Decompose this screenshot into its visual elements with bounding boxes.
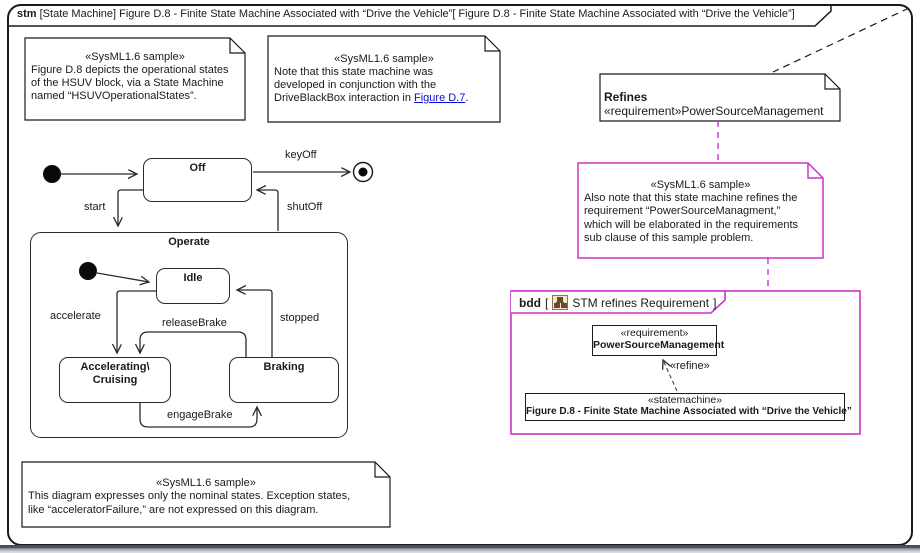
note-purpose-stereotype: «SysML1.6 sample» (85, 51, 185, 63)
state-off-label: Off (189, 162, 206, 174)
bdd-title-text: STM refines Requirement (572, 295, 710, 310)
note-nominal: «SysML1.6 sample» This diagram expresses… (22, 477, 390, 517)
state-accelerating-label: Accelerating\ (80, 361, 150, 373)
note-nominal-shape (21, 461, 391, 528)
bdd-keyword: bdd (519, 295, 541, 310)
statemachine-block: «statemachine» Figure D.8 - Finite State… (525, 393, 852, 421)
transition-label-releasebrake: releaseBrake (162, 317, 227, 329)
window-bottom-edge (0, 545, 920, 553)
note-refinement-shape (577, 162, 824, 259)
note-refinement-line: sub clause of this sample problem. (584, 232, 754, 245)
state-idle: Idle (156, 268, 230, 304)
state-off: Off (143, 158, 252, 202)
statemachine-stereotype: «statemachine» (647, 394, 723, 406)
state-cruising-label: Cruising (92, 374, 138, 386)
final-state-inner (358, 167, 368, 177)
requirement-name: PowerSourceManagement (593, 339, 725, 351)
transition-engagebrake (139, 403, 257, 428)
note-anchor-line (772, 7, 910, 73)
refines-title: Refines (604, 90, 648, 104)
note-conjunction-line: DriveBlackBox interaction in Figure D.7. (274, 92, 469, 104)
note-refinement-stereotype: «SysML1.6 sample» (650, 179, 751, 191)
note-purpose-line: of the HSUV block, via a State Machine (31, 77, 224, 89)
note-conjunction-stereotype: «SysML1.6 sample» (334, 53, 434, 65)
initial-state-operate (79, 262, 97, 280)
transition-label-accelerate: accelerate (50, 310, 101, 322)
transition-label-start: start (84, 201, 106, 213)
note-refines: Refines «requirement»PowerSourceManageme… (604, 90, 836, 118)
transition-start (118, 189, 143, 226)
note-purpose-line: Figure D.8 depicts the operational state… (31, 64, 229, 76)
note-conjunction: «SysML1.6 sample» Note that this state m… (268, 53, 500, 105)
transition-label-stopped: stopped (280, 312, 320, 324)
refine-dependency-arrow (663, 360, 678, 392)
note-refinement-line: which will be elaborated in the requirem… (584, 218, 799, 231)
figure-d7-link[interactable]: Figure D.7 (414, 92, 466, 104)
note-nominal-stereotype: «SysML1.6 sample» (156, 477, 256, 489)
initial-state-top (43, 165, 61, 183)
transition-accelerate (117, 290, 156, 353)
frame-keyword: stm (17, 8, 37, 20)
note-nominal-line: This diagram expresses only the nominal … (28, 490, 351, 502)
transition-releasebrake (140, 331, 247, 357)
bdd-title: bdd [ STM refines Requirement ] (519, 295, 717, 310)
transition-shutoff (257, 190, 279, 231)
transition-initial-to-idle (96, 272, 149, 282)
note-conjunction-line: developed in conjunction with the (274, 79, 437, 91)
state-idle-label: Idle (183, 272, 203, 284)
frame-title: stm [State Machine] Figure D.8 - Finite … (17, 8, 795, 20)
note-refinement-line: Also note that this state machine refine… (584, 192, 798, 204)
note-nominal-line: like “acceleratorFailure,” are not expre… (28, 503, 319, 516)
state-operate-label: Operate (168, 236, 210, 248)
refine-label: «refine» (670, 360, 710, 372)
transition-stopped (237, 290, 273, 357)
state-accelerating-cruising: Accelerating\ Cruising (59, 357, 171, 403)
transition-label-keyoff: keyOff (285, 149, 317, 161)
refines-body: «requirement»PowerSourceManagement (604, 104, 824, 118)
note-purpose: «SysML1.6 sample» Figure D.8 depicts the… (25, 51, 245, 103)
note-conjunction-shape (267, 35, 501, 123)
note-purpose-line: named “HSUVOperationalStates”. (31, 90, 197, 102)
state-braking: Braking (229, 357, 339, 403)
note-refinement: «SysML1.6 sample» Also note that this st… (580, 179, 821, 246)
state-operate: Operate (30, 232, 348, 438)
note-refines-shape (599, 73, 841, 122)
note-purpose-shape (24, 37, 246, 121)
note-refinement-line: requirement “PowerSourceManagment,” (584, 205, 781, 218)
transition-label-shutoff: shutOff (287, 201, 323, 213)
frame-title-text: [State Machine] Figure D.8 - Finite Stat… (39, 8, 795, 20)
frame-title-tab (9, 6, 832, 27)
hierarchy-diagram-icon (552, 295, 569, 310)
state-braking-label: Braking (263, 361, 305, 373)
statemachine-name: Figure D.8 - Finite State Machine Associ… (526, 406, 852, 417)
requirement-block: «requirement» PowerSourceManagement (592, 325, 725, 356)
requirement-stereotype: «requirement» (620, 327, 689, 339)
transition-label-engagebrake: engageBrake (167, 409, 233, 421)
note-conjunction-line: Note that this state machine was (274, 66, 433, 78)
